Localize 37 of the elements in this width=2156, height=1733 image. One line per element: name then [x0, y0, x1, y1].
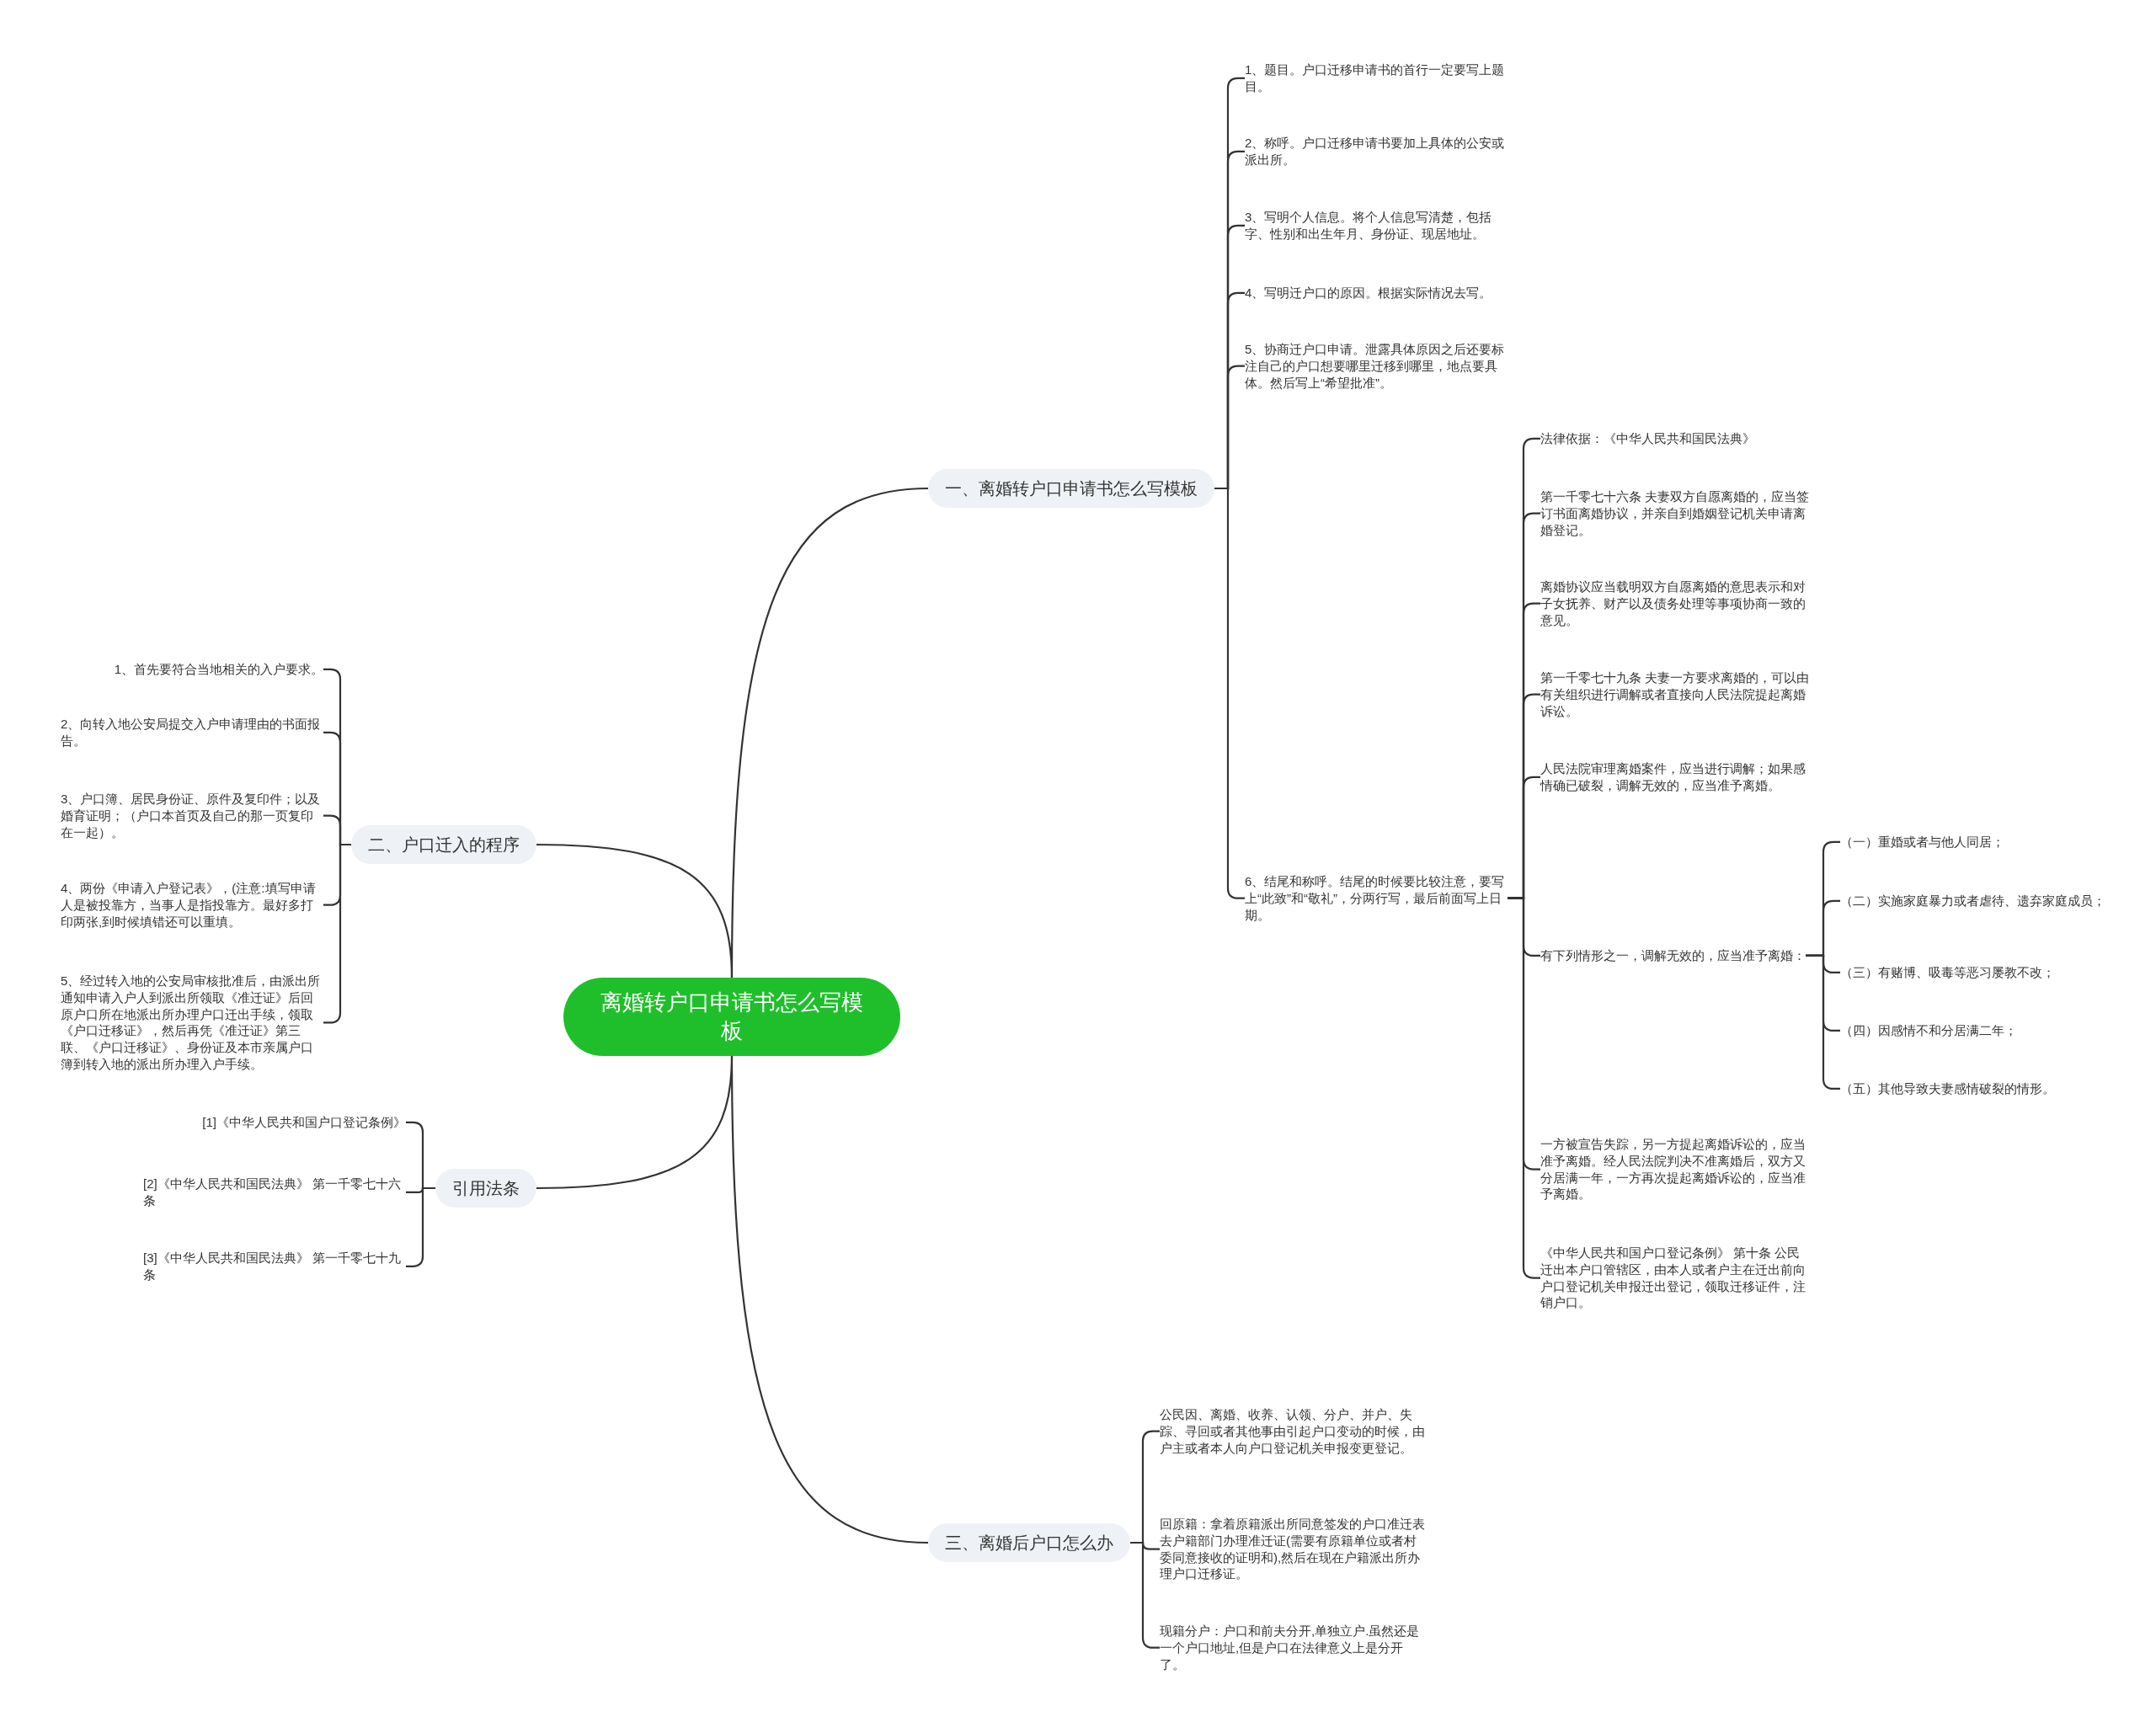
- topic-text: 法律依据：《中华人民共和国民法典》: [1540, 430, 1755, 447]
- topic-text: （三）有赌博、吸毒等恶习屡教不改；: [1840, 964, 2055, 981]
- topic-text: 3、户口簿、居民身份证、原件及复印件；以及婚育证明；（户口本首页及自己的那一页复印在一起）。: [61, 791, 323, 841]
- central-topic: 离婚转户口申请书怎么写模板: [563, 978, 900, 1056]
- topic-text: 6、结尾和称呼。结尾的时候要比较注意，要写上“此致”和“敬礼”，分两行写，最后前面写上日期。: [1245, 873, 1508, 924]
- topic-text: 一方被宣告失踪，另一方提起离婚诉讼的，应当准予离婚。经人民法院判决不准离婚后，双方又分居满一年，一方再次提起离婚诉讼的，应当准予离婚。: [1540, 1136, 1810, 1203]
- topic-text: （一）重婚或者与他人同居；: [1840, 834, 2004, 851]
- topic-text: （五）其他导致夫妻感情破裂的情形。: [1840, 1080, 2055, 1097]
- topic-text: [3]《中华人民共和国民法典》 第一千零七十九条: [143, 1250, 406, 1283]
- branch-topic: 三、离婚后户口怎么办: [928, 1523, 1130, 1562]
- topic-text: [2]《中华人民共和国民法典》 第一千零七十六条: [143, 1176, 406, 1209]
- topic-text: 3、写明个人信息。将个人信息写清楚，包括字、性别和出生年月、身份证、现居地址。: [1245, 209, 1508, 243]
- topic-text: 5、经过转入地的公安局审核批准后，由派出所通知申请入户人到派出所领取《准迁证》后回原户口所在地派出所办理户口迁出手续，领取《户口迁移证》，然后再凭《准迁证》第三联、《户口迁移证》、身份证及本市亲属户口簿到转入地的派出所办理入户手续。: [61, 973, 323, 1073]
- topic-text: 第一千零七十六条 夫妻双方自愿离婚的，应当签订书面离婚协议，并亲自到婚姻登记机关申请离婚登记。: [1540, 488, 1810, 539]
- topic-text: 第一千零七十九条 夫妻一方要求离婚的，可以由有关组织进行调解或者直接向人民法院提起离婚诉讼。: [1540, 669, 1810, 720]
- topic-text: 5、协商迁户口申请。泄露具体原因之后还要标注自己的户口想要哪里迁移到哪里，地点要具体。然后写上“希望批准”。: [1245, 341, 1508, 392]
- topic-text: [1]《中华人民共和国户口登记条例》: [202, 1114, 406, 1131]
- branch-topic: 一、离婚转户口申请书怎么写模板: [928, 469, 1214, 508]
- branch-topic: 引用法条: [435, 1169, 536, 1208]
- topic-text: 《中华人民共和国户口登记条例》 第十条 公民迁出本户口管辖区，由本人或者户主在迁出前向户口登记机关申报迁出登记，领取迁移证件，注销户口。: [1540, 1245, 1810, 1312]
- topic-text: （四）因感情不和分居满二年；: [1840, 1022, 2017, 1039]
- topic-text: 人民法院审理离婚案件，应当进行调解；如果感情确已破裂，调解无效的，应当准予离婚。: [1540, 760, 1810, 794]
- topic-text: 公民因、离婚、收养、认领、分户、并户、失踪、寻回或者其他事由引起户口变动的时候，由户主或者本人向户口登记机关申报变更登记。: [1160, 1406, 1425, 1457]
- topic-text: 现籍分户：户口和前夫分开,单独立户.虽然还是一个户口地址,但是户口在法律意义上是分开了。: [1160, 1623, 1425, 1673]
- topic-text: 1、题目。户口迁移申请书的首行一定要写上题目。: [1245, 61, 1508, 95]
- topic-text: 离婚协议应当载明双方自愿离婚的意思表示和对子女抚养、财产以及债务处理等事项协商一致的意见。: [1540, 579, 1810, 629]
- topic-text: 4、写明迁户口的原因。根据实际情况去写。: [1245, 285, 1492, 301]
- connector-line: [730, 1056, 929, 1544]
- branch-topic: 二、户口迁入的程序: [351, 825, 536, 864]
- connector-line: [536, 843, 734, 978]
- topic-text: 2、向转入地公安局提交入户申请理由的书面报告。: [61, 716, 323, 749]
- topic-text: （二）实施家庭暴力或者虐待、遗弃家庭成员；: [1840, 893, 2105, 909]
- topic-text: 4、两份《申请入户登记表》，(注意:填写申请人是被投靠方，当事人是指投靠方。最好多打印两张,到时候填错还可以重填。: [61, 880, 323, 930]
- topic-text: 回原籍：拿着原籍派出所同意签发的户口准迁表去户籍部门办理准迁证(需要有原籍单位或者村委同意接收的证明和),然后在现在户籍派出所办理户口迁移证。: [1160, 1516, 1425, 1583]
- topic-text: 有下列情形之一，调解无效的，应当准予离婚：: [1540, 947, 1806, 964]
- topic-text: 2、称呼。户口迁移申请书要加上具体的公安或派出所。: [1245, 135, 1508, 168]
- topic-text: 1、首先要符合当地相关的入户要求。: [114, 661, 323, 678]
